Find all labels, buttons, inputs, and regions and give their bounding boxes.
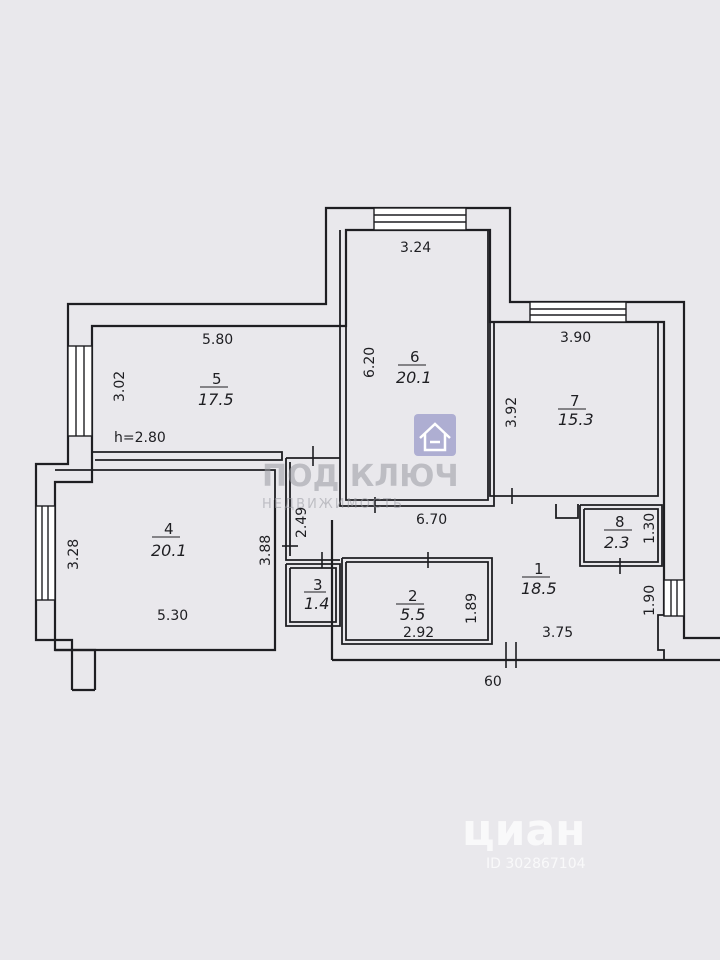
room-3-area: 1.4 [304, 594, 329, 613]
room-8-number: 8 [615, 513, 625, 531]
dim-room4-bottom: 5.30 [157, 608, 188, 624]
interior-walls [55, 230, 665, 660]
dim-room4-right: 3.88 [258, 535, 274, 566]
window-room7 [529, 301, 627, 323]
watermark-tagline: НЕДВИЖИМОСТЬ [262, 497, 404, 512]
window-room1 [663, 579, 685, 617]
room-8-area: 2.3 [604, 533, 629, 552]
watermark-brand: ПОД КЛЮЧ [262, 459, 459, 494]
dim-room1-bottom: 3.75 [542, 625, 573, 641]
window-room5 [67, 345, 93, 437]
dim-entrance: 60 [484, 674, 502, 690]
dim-room2-side: 1.89 [464, 593, 480, 624]
room-2-area: 5.5 [400, 605, 425, 624]
room-3-number: 3 [313, 576, 323, 594]
dim-room7-side: 3.92 [504, 397, 520, 428]
room-5-number: 5 [212, 370, 222, 388]
room-7-number: 7 [570, 392, 580, 410]
room-1-area: 18.5 [521, 579, 557, 598]
dimension-labels: 3.24 5.80 3.90 3.02 6.20 3.92 6.70 2.49 … [66, 240, 658, 690]
dim-room5-top: 5.80 [202, 332, 233, 348]
room-6-number: 6 [410, 348, 420, 366]
room-6-area: 20.1 [396, 368, 432, 387]
room-labels: 5 17.5 6 20.1 7 15.3 4 20.1 1 18.5 8 2.3… [114, 348, 632, 624]
room-4-area: 20.1 [151, 541, 187, 560]
dim-room8-side: 1.30 [642, 513, 658, 544]
door-marks [282, 446, 621, 668]
watermark-logo: ПОД КЛЮЧ НЕДВИЖИМОСТЬ циан ID 302867104 [262, 414, 586, 872]
dim-room6-side: 6.20 [362, 347, 378, 378]
room-5-area: 17.5 [198, 390, 234, 409]
dim-room5-side: 3.02 [112, 371, 128, 402]
outer-walls [34, 206, 720, 692]
room-1-number: 1 [534, 560, 544, 578]
windows [35, 207, 685, 617]
ceiling-height: h=2.80 [114, 430, 166, 446]
dim-room7-top: 3.90 [560, 330, 591, 346]
dim-room6-top: 3.24 [400, 240, 431, 256]
room-4-number: 4 [164, 520, 174, 538]
room-7-area: 15.3 [558, 410, 594, 429]
cian-id: ID 302867104 [486, 856, 586, 872]
window-room4 [35, 505, 56, 601]
window-room6 [373, 207, 467, 231]
dim-room1-side: 1.90 [642, 585, 658, 616]
cian-logo: циан [462, 805, 586, 856]
dim-corridor-side: 2.49 [294, 507, 310, 538]
dim-room2-bottom: 2.92 [403, 625, 434, 641]
dim-corridor: 6.70 [416, 512, 447, 528]
dim-room4-left: 3.28 [66, 539, 82, 570]
room-2-number: 2 [408, 587, 418, 605]
